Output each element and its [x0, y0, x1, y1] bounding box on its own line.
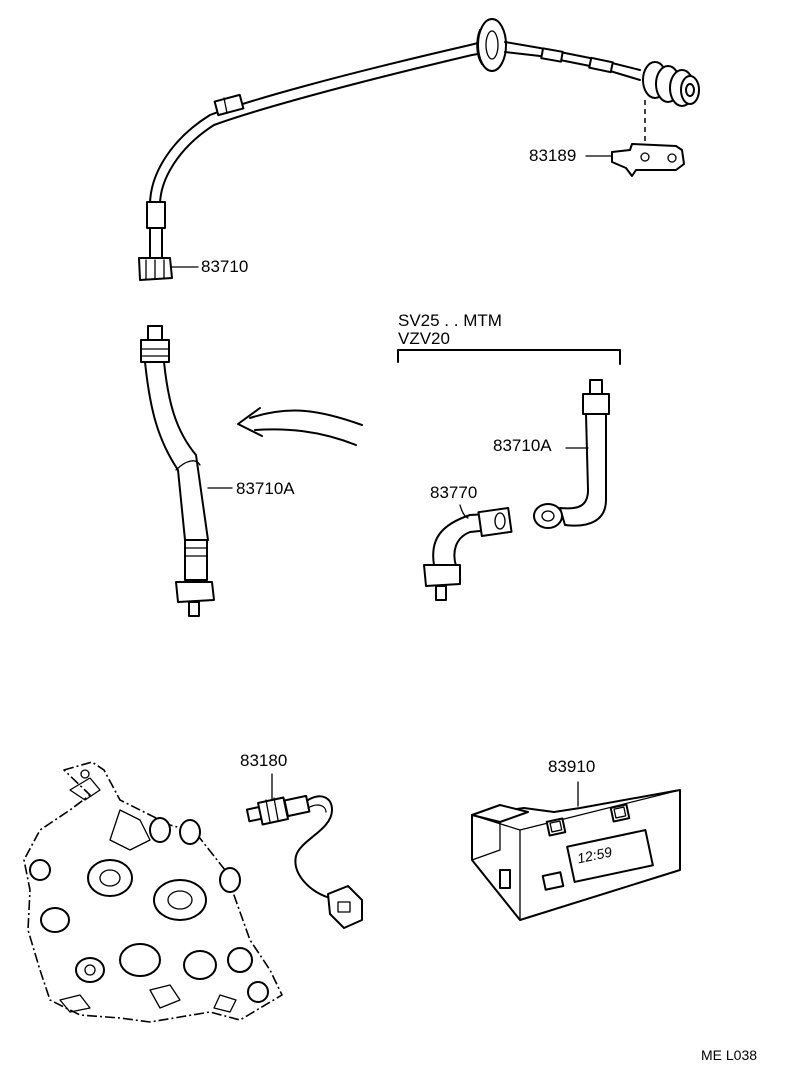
speedometer-cable-assembly: [138, 18, 700, 281]
flex-cable-right: [533, 379, 610, 529]
label-83189: 83189: [529, 146, 577, 165]
flex-cable-left: [140, 325, 233, 617]
label-83910: 83910: [548, 757, 596, 776]
variant-bracket: [397, 349, 621, 365]
trip-computer-83910: [471, 781, 681, 921]
transmission-drawing: [23, 761, 283, 1023]
label-83770: 83770: [430, 483, 478, 502]
direction-arrow: [237, 407, 363, 446]
label-83710a-right: 83710A: [493, 436, 552, 455]
speed-sensor-83180: [245, 773, 363, 929]
label-83710a-left: 83710A: [236, 479, 295, 498]
variant-line-2: VZV20: [398, 329, 450, 348]
label-83180: 83180: [240, 751, 288, 770]
label-83710: 83710: [201, 257, 249, 276]
variant-line-1: SV25 . . MTM: [398, 311, 502, 330]
adapter-83770: [423, 504, 513, 601]
figure-code: ME L038: [701, 1047, 758, 1063]
